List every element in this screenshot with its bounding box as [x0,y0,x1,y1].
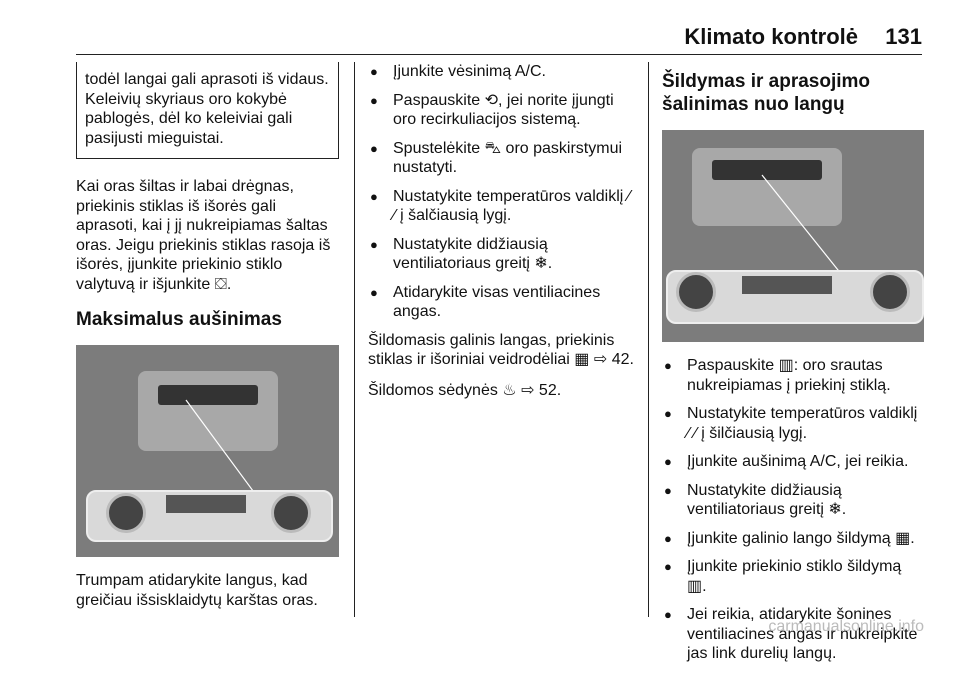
warning-box-text: todėl langai gali aprasoti iš vidaus. Ke… [85,71,329,147]
paragraph-heated-seats: Šildomos sėdynės ♨ ⇨ 52. [368,381,562,399]
heading-max-cooling: Maksimalus aušinimas [76,309,282,330]
heading-demisting: Šildymas ir aprasojimo šalinimas nuo lan… [662,71,871,115]
list-item: Spustelėkite ⛍ oro paskirstymui nustatyt… [368,139,634,178]
column-2: Įjunkite vėsinimą A/C. Paspauskite ⟲, je… [368,62,634,411]
watermark: carmanualsonline.info [768,618,924,635]
list-item: Įjunkite galinio lango šildymą ▦. [662,529,924,549]
climate-panel-image-1 [76,345,339,557]
page-number: 131 [885,24,922,49]
list-item: Nustatykite didžiausią ventiliatoriaus g… [368,235,634,274]
column-1: todėl langai gali aprasoti iš vidaus. Ke… [76,62,339,621]
list-item: Nustatykite temperatūros valdiklį ⁄ ⁄ į … [662,404,924,443]
list-item: Įjunkite aušinimą A/C, jei reikia. [662,452,924,472]
list-item: Atidarykite visas ventiliacines angas. [368,283,634,322]
column-separator-1 [354,62,355,617]
list-item: Paspauskite ▥: oro srautas nukreipiamas … [662,356,924,395]
header-rule [76,54,922,55]
column-separator-2 [648,62,649,617]
list-item: Įjunkite vėsinimą A/C. [368,62,634,82]
paragraph-heated-window: Šildomasis galinis langas, priekinis sti… [368,331,634,369]
column-3: Šildymas ir aprasojimo šalinimas nuo lan… [662,62,924,673]
caption-open-windows: Trumpam atidarykite langus, kad greičiau… [76,572,318,609]
warning-box: todėl langai gali aprasoti iš vidaus. Ke… [76,62,339,159]
list-item: Nustatykite temperatūros valdiklį ⁄ ⁄ į … [368,187,634,226]
paragraph-humidity: Kai oras šiltas ir labai drėgnas, prieki… [76,178,331,293]
page-header-title: Klimato kontrolė [684,24,858,49]
climate-panel-image-2 [662,130,924,342]
list-item: Nustatykite didžiausią ventiliatoriaus g… [662,481,924,520]
list-item: Paspauskite ⟲, jei norite įjungti oro re… [368,91,634,130]
list-item: Įjunkite priekinio stiklo šildymą ▥. [662,557,924,596]
max-cooling-steps: Įjunkite vėsinimą A/C. Paspauskite ⟲, je… [368,62,634,322]
